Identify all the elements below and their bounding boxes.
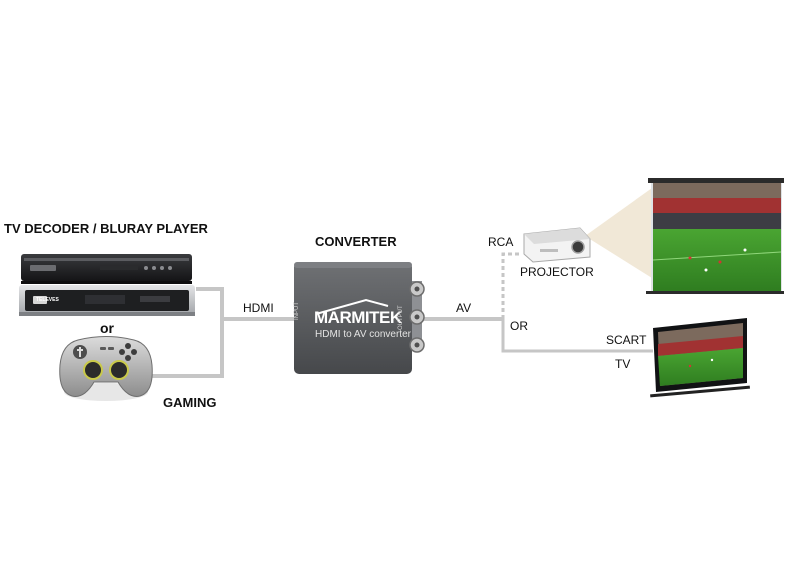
av-label: AV <box>456 301 472 315</box>
converter-title: CONVERTER <box>315 234 397 249</box>
tv-label: TV <box>615 357 631 371</box>
rca-connectors <box>409 281 425 353</box>
projection-screen <box>646 178 784 294</box>
decoder-brand: TELEVES <box>36 297 59 303</box>
scart-label: SCART <box>606 333 647 347</box>
converter-output-label: OUTPUT <box>398 305 404 330</box>
bluray-player <box>21 254 192 284</box>
tv-decoder <box>19 285 195 316</box>
hdmi-cable <box>150 287 296 378</box>
source-title: TV DECODER / BLURAY PLAYER <box>4 221 208 236</box>
or-caps-label: OR <box>510 319 528 333</box>
rca-label: RCA <box>488 235 514 249</box>
projector <box>523 227 591 263</box>
converter-input-label: INPUT <box>294 302 300 320</box>
projector-beam <box>585 188 652 278</box>
hdmi-label: HDMI <box>243 301 274 315</box>
projector-label: PROJECTOR <box>520 265 594 279</box>
game-controller <box>59 336 153 401</box>
or-label: or <box>100 320 114 336</box>
av-cable <box>418 252 653 353</box>
converter-model: HDMI to AV converter <box>315 329 411 340</box>
converter-brand: MARMITEK <box>314 308 402 327</box>
gaming-label: GAMING <box>163 395 217 410</box>
television <box>650 318 750 398</box>
